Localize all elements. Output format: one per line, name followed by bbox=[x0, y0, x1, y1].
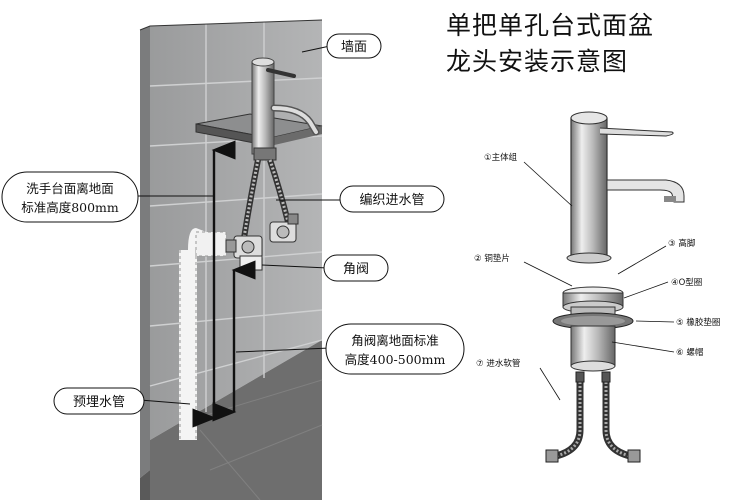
part-labels: ①主体组 ② 铜垫片 ③ 高脚 ④O型圈 ⑤ 橡胶垫圈 ⑥ 螺帽 ⑦ 进水软管 bbox=[474, 152, 720, 369]
callout-braided-hose-label: 编织进水管 bbox=[359, 193, 424, 208]
callout-wall-label: 墙面 bbox=[341, 40, 367, 55]
callout-valve-height: 角阀离地面标准 高度400-500mm bbox=[235, 323, 465, 375]
part-label-o-ring: ④O型圈 bbox=[671, 278, 702, 288]
faucet-illustration bbox=[251, 57, 320, 161]
inlet-hoses bbox=[545, 371, 641, 463]
part-label-rubber-gasket: ⑤ 橡胶垫圈 bbox=[676, 317, 720, 328]
diagram-title-line2: 龙头安装示意图 bbox=[446, 47, 629, 76]
faucet-body bbox=[566, 111, 685, 264]
dimension-arrows bbox=[192, 140, 256, 428]
part-label-body: ①主体组 bbox=[484, 152, 518, 163]
part-label-nut: ⑥ 螺帽 bbox=[676, 347, 703, 358]
callout-angle-valve: 角阀 bbox=[261, 254, 389, 282]
wall-side bbox=[140, 26, 150, 478]
callout-basin-height-line2: 标准高度800mm bbox=[21, 200, 119, 215]
part-label-inlet-hose: ⑦ 进水软管 bbox=[476, 358, 520, 369]
angle-valves bbox=[225, 213, 299, 271]
part-label-copper-washer: ② 铜垫片 bbox=[474, 253, 510, 264]
callout-valve-height-line2: 高度400-500mm bbox=[345, 352, 446, 367]
callout-basin-height-line1: 洗手台面离地面 bbox=[26, 181, 114, 196]
part-label-high-foot: ③ 高脚 bbox=[668, 238, 695, 249]
callout-wall: 墙面 bbox=[301, 33, 382, 59]
callout-angle-valve-label: 角阀 bbox=[343, 262, 369, 277]
callout-braided-hose: 编织进水管 bbox=[276, 185, 445, 213]
base-stack bbox=[552, 286, 634, 372]
callout-embedded-pipe: 预埋水管 bbox=[53, 387, 191, 415]
exploded-view: ①主体组 ② 铜垫片 ③ 高脚 ④O型圈 ⑤ 橡胶垫圈 ⑥ 螺帽 ⑦ 进水软管 bbox=[474, 111, 720, 463]
callout-embedded-pipe-label: 预埋水管 bbox=[73, 395, 125, 410]
diagram-title-line1: 单把单孔台式面盆 bbox=[446, 11, 655, 40]
wall-scene bbox=[139, 19, 323, 500]
callout-basin-height: 洗手台面离地面 标准高度800mm bbox=[1, 171, 214, 223]
part-leaders bbox=[523, 161, 675, 401]
callout-valve-height-line1: 角阀离地面标准 bbox=[351, 333, 439, 348]
braided-hoses bbox=[241, 159, 291, 239]
